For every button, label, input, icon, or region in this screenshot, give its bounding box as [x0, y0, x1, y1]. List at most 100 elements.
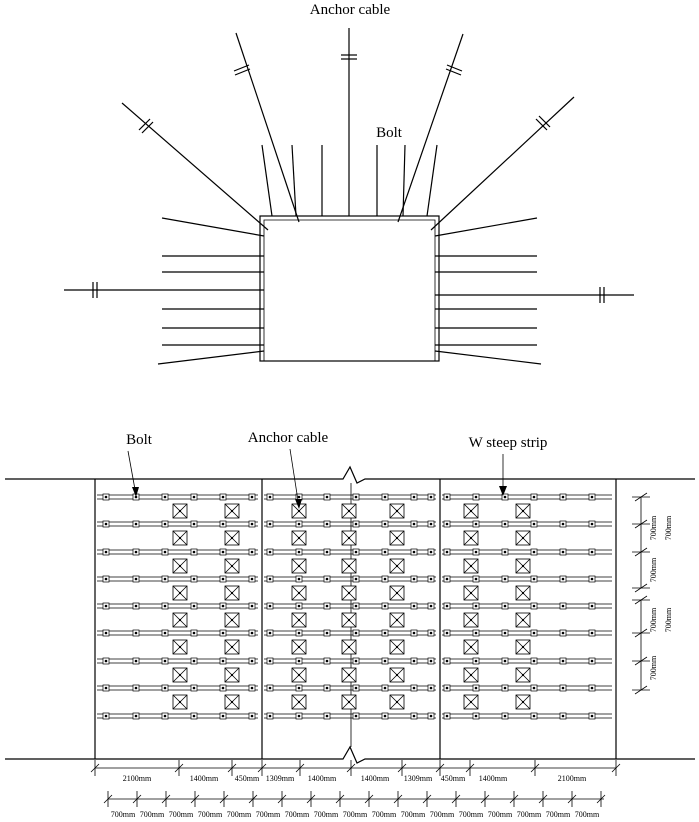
anchor-cable-center: [230, 509, 234, 513]
bolt-head: [268, 495, 272, 499]
bolt-head: [250, 659, 254, 663]
bolt-head: [445, 522, 449, 526]
bolt-head: [297, 604, 301, 608]
anchor-cable-center: [521, 673, 525, 677]
bolt-head: [268, 631, 272, 635]
bolt-head: [297, 495, 301, 499]
bolt-head: [325, 714, 329, 718]
dim1-ticks: [90, 760, 621, 776]
bolt-head: [192, 714, 196, 718]
bolt-head: [590, 577, 594, 581]
bolt-head: [429, 495, 433, 499]
dim1-label: 2100mm: [558, 774, 587, 783]
anchor-cable-center: [178, 618, 182, 622]
dim1-label: 1400mm: [479, 774, 508, 783]
bolt-head: [134, 604, 138, 608]
bolt-head: [325, 686, 329, 690]
dim1-labels: 2100mm 1400mm 450mm 1309mm 1400mm 1400mm…: [123, 774, 587, 783]
bolt-head: [383, 659, 387, 663]
dim2-label: 700mm: [372, 810, 397, 819]
dim2-label: 700mm: [488, 810, 513, 819]
bolt-head: [474, 714, 478, 718]
bolt-head: [354, 577, 358, 581]
bolt-head: [383, 631, 387, 635]
label-bolt-plan: Bolt: [126, 432, 153, 448]
bolt-head: [429, 686, 433, 690]
anchor-cable-center: [297, 700, 301, 704]
bolt-head: [268, 550, 272, 554]
bolt-head: [445, 631, 449, 635]
bolt-head: [383, 604, 387, 608]
anchor-cable-center: [347, 536, 351, 540]
dim2-label: 700mm: [546, 810, 571, 819]
anchor-cable-center: [230, 591, 234, 595]
anchor-cable-center: [178, 700, 182, 704]
dim2-label: 700mm: [314, 810, 339, 819]
bolt-head: [590, 659, 594, 663]
bolt-head: [221, 577, 225, 581]
anchor-cable-center: [395, 645, 399, 649]
bolt-head: [268, 686, 272, 690]
right-dimensions: 700mm 700mm 700mm 700mm 700mm 700mm: [632, 492, 673, 695]
left-rib-anchor-cable: [64, 282, 264, 298]
bolt-head: [445, 495, 449, 499]
dim2-label: 700mm: [198, 810, 223, 819]
bolt-head: [590, 495, 594, 499]
anchor-cable-center: [178, 536, 182, 540]
bolt-head: [590, 714, 594, 718]
bolt-head: [445, 577, 449, 581]
anchor-cable-center: [469, 618, 473, 622]
anchor-cable-center: [178, 673, 182, 677]
bolt-head: [325, 495, 329, 499]
anchor-cable-center: [395, 564, 399, 568]
bolt-head: [561, 522, 565, 526]
bolt-head: [268, 714, 272, 718]
dim2-label: 700mm: [343, 810, 368, 819]
bolt-head: [445, 714, 449, 718]
bolt-head: [383, 522, 387, 526]
bolt-head: [163, 659, 167, 663]
dim1-label: 1309mm: [266, 774, 295, 783]
vdim-label: 700mm: [649, 655, 658, 680]
bolt-head: [503, 522, 507, 526]
anchor-cable-center: [297, 564, 301, 568]
plan-view: Bolt Anchor cable W steep strip 2100mm 1…: [5, 430, 695, 819]
left-rib-bolts: [157, 217, 265, 365]
dim2-labels: 700mm 700mm 700mm 700mm 700mm 700mm 700m…: [111, 810, 600, 819]
bolt-head: [474, 495, 478, 499]
bolt-head: [325, 550, 329, 554]
bolt-head: [429, 631, 433, 635]
anchor-cable-center: [178, 591, 182, 595]
bolt-head: [503, 714, 507, 718]
bolt-head: [532, 686, 536, 690]
anchor-cable-center: [395, 536, 399, 540]
roadway-edges: [5, 465, 695, 764]
bolt-head: [445, 686, 449, 690]
label-anchor-cable-top: Anchor cable: [310, 2, 391, 18]
right-rib-anchor-cable: [435, 287, 634, 303]
bolt-head: [561, 659, 565, 663]
anchor-cable-center: [469, 645, 473, 649]
bolt-head: [354, 550, 358, 554]
bolt-head: [412, 604, 416, 608]
roof-bolts: [261, 144, 438, 217]
anchor-cable-center: [347, 700, 351, 704]
bolt-head: [532, 714, 536, 718]
vdim-label: 700mm: [649, 515, 658, 540]
bolt-head: [221, 686, 225, 690]
plan-bolts: [102, 493, 596, 720]
anchor-cable-center: [521, 536, 525, 540]
anchor-cable-center: [521, 618, 525, 622]
dim2-label: 700mm: [517, 810, 542, 819]
bolt-head: [590, 604, 594, 608]
bolt-head: [221, 659, 225, 663]
bolt-head: [354, 495, 358, 499]
bolt-head: [532, 577, 536, 581]
bolt-head: [412, 631, 416, 635]
bolt-head: [221, 522, 225, 526]
anchor-cable-center: [347, 564, 351, 568]
anchor-cable-center: [395, 673, 399, 677]
bolt-head: [474, 550, 478, 554]
